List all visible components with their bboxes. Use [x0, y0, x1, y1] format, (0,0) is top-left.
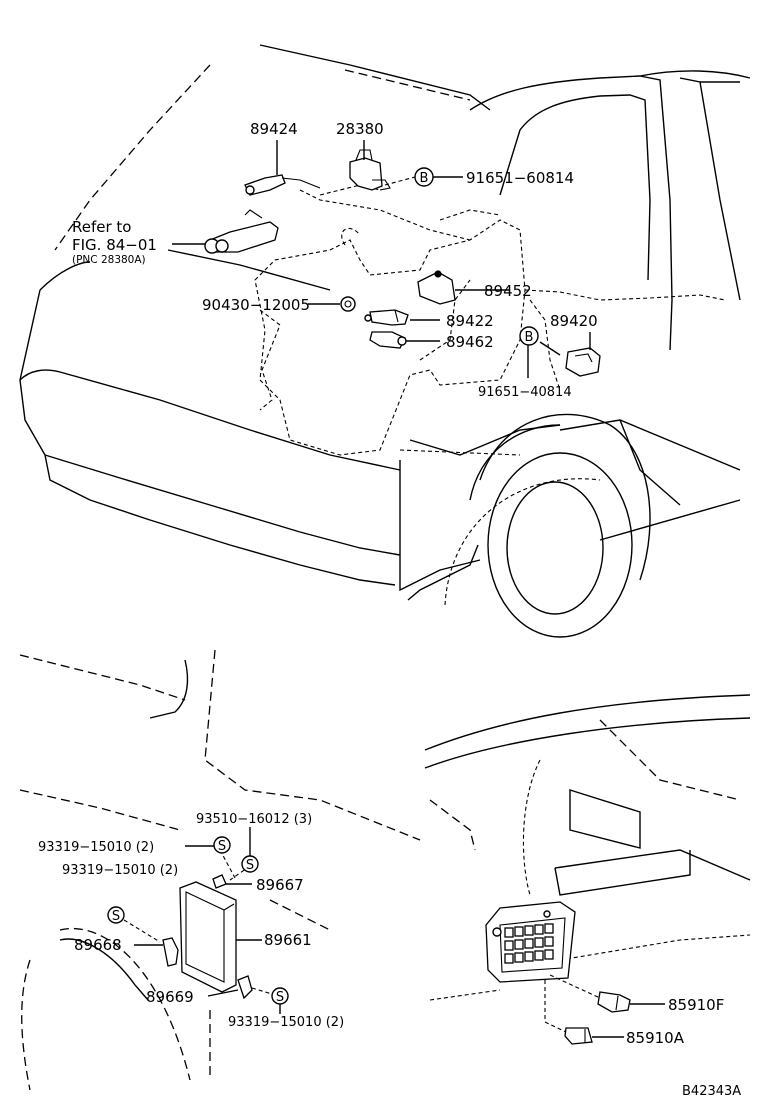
bracket-89669: [237, 975, 253, 1000]
part-label-91651-60814: 91651−60814: [466, 169, 574, 187]
labels-top: 89424 28380 91651−60814 Refer to FIG. 84…: [72, 120, 598, 400]
bolt-marker-b: B: [414, 167, 434, 187]
refer-to-line3: (PNC 28380A): [72, 254, 146, 266]
ecu-mount-view: S S S S: [19, 649, 421, 1091]
screw-marker-s: S: [107, 906, 125, 924]
screw-marker-s: S: [241, 855, 259, 873]
part-label-89424: 89424: [250, 120, 298, 138]
screw-marker-s: S: [213, 836, 231, 854]
screw-marker-letter: S: [112, 909, 120, 924]
screw-marker-letter: S: [246, 858, 254, 873]
diagnostic-connector: [485, 901, 576, 983]
dashboard-view: [424, 694, 751, 1045]
part-label-89452: 89452: [484, 282, 532, 300]
part-label-85910F: 85910F: [668, 996, 724, 1014]
sensor-89422: [364, 309, 409, 326]
bolt-markers: B B: [414, 167, 539, 346]
part-label-93510-16012: 93510−16012 (3): [196, 812, 312, 827]
leaders-top: [167, 140, 591, 378]
figure-code: B42343A: [682, 1084, 741, 1099]
plug-90430: [340, 296, 356, 312]
refer-to-line1: Refer to: [72, 218, 131, 236]
connector-pin-grid: [504, 923, 554, 964]
refer-to-line2: FIG. 84−01: [72, 236, 157, 254]
screw-marker-letter: S: [218, 839, 226, 854]
part-label-89422: 89422: [446, 312, 494, 330]
part-label-85910A: 85910A: [626, 1029, 685, 1047]
part-label-89669: 89669: [146, 988, 194, 1006]
part-label-93319-15010-a: 93319−15010 (2): [38, 840, 154, 855]
part-label-93319-15010-c: 93319−15010 (2): [228, 1015, 344, 1030]
nut-89667: [212, 874, 227, 889]
fuse-85910F: [597, 991, 631, 1013]
screw-marker-letter: S: [276, 990, 284, 1005]
sensor-89462: [369, 331, 407, 349]
sensor-89452: [417, 270, 456, 305]
bolt-marker-b: B: [519, 326, 539, 346]
part-label-28380: 28380: [336, 120, 384, 138]
sensor-89420: [565, 347, 601, 377]
labels-bottom-left: 93510−16012 (3) 93319−15010 (2) 93319−15…: [38, 812, 344, 1030]
bracket-89668: [162, 937, 179, 967]
part-label-93319-15010-b: 93319−15010 (2): [62, 863, 178, 878]
bolt-marker-letter: B: [525, 330, 534, 345]
bolt-marker-letter: B: [420, 171, 429, 186]
part-label-89462: 89462: [446, 333, 494, 351]
part-label-89668: 89668: [74, 936, 122, 954]
engine-bay-parts: [204, 149, 601, 377]
labels-bottom-right: 85910F 85910A B42343A: [626, 996, 741, 1099]
part-label-91651-40814: 91651−40814: [478, 385, 572, 400]
part-label-89661: 89661: [264, 931, 312, 949]
sensor-89424: [244, 174, 321, 196]
part-label-89420: 89420: [550, 312, 598, 330]
part-label-90430-12005: 90430−12005: [202, 296, 310, 314]
part-label-89667: 89667: [256, 876, 304, 894]
screw-marker-s: S: [271, 987, 289, 1005]
fuse-85910A: [564, 1027, 593, 1045]
vehicle-front-view: [19, 44, 751, 638]
sensor-28380: [349, 149, 391, 191]
ecu-box-89661: [179, 881, 237, 993]
connector-84-01: [204, 209, 279, 254]
